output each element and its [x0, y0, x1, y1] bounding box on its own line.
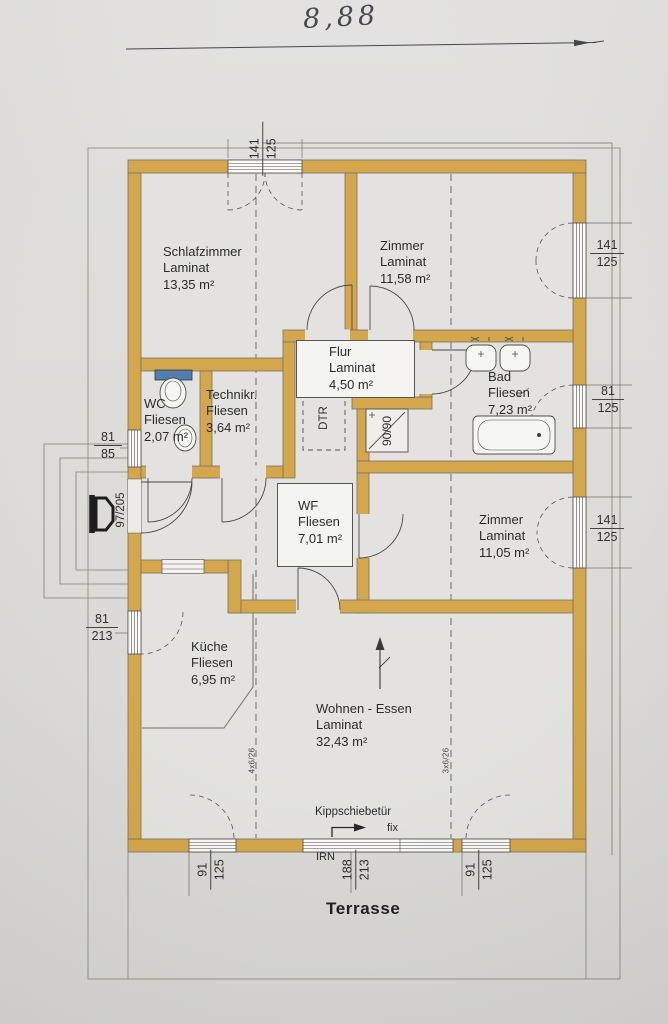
site-boundary	[87, 147, 621, 980]
dim-right-window-bottom: 141 125	[590, 512, 624, 546]
room-label-kueche: Küche Fliesen 6,95 m²	[191, 639, 236, 687]
dim-kueche-door: 81 213	[86, 611, 118, 645]
room-label-wc: WC Fliesen 2,07 m²	[144, 396, 189, 444]
room-label-schlafzimmer: Schlafzimmer Laminat 13,35 m²	[163, 244, 242, 292]
rafter-right-label: 3x6/26	[441, 747, 451, 774]
door-swings	[140, 284, 477, 611]
door-openings	[146, 329, 433, 614]
room-label-technikraum: Technikr. Fliesen 3,64 m²	[206, 387, 258, 435]
room-label-wohnen-essen: Wohnen - Essen Laminat 32,43 m²	[316, 701, 412, 749]
dim-bottom-window-right: 91 125	[462, 849, 496, 890]
dim-top-window: 141 125	[246, 121, 280, 176]
kitchen-boundary-line	[142, 574, 254, 729]
bathtub-icon	[472, 415, 556, 455]
rafter-lines	[255, 174, 452, 838]
terrace-label: Terrasse	[326, 899, 401, 918]
dim-slide-door: 188 213	[339, 849, 373, 890]
shower-label: 90/90	[380, 415, 394, 447]
bad-leader-line	[516, 387, 530, 398]
slide-door-label: Kippschiebetür	[315, 806, 392, 818]
rafter-left-label: 4x6/26	[247, 747, 257, 774]
dimension-lines	[115, 139, 632, 896]
slide-direction-arrow	[331, 823, 366, 837]
attic-ladder-label: DTR	[318, 406, 330, 430]
room-label-wf: WF Fliesen 7,01 m²	[277, 483, 353, 567]
irn-label: IRN	[316, 851, 335, 863]
entry-door-symbol	[89, 495, 115, 533]
toilet-icon	[154, 369, 193, 409]
dim-entry-door: 97/205	[115, 492, 127, 528]
entrance-porch	[43, 443, 141, 599]
fix-label: fix	[387, 822, 398, 834]
handwritten-dimension: 8,88	[302, 0, 380, 35]
casement-swings	[140, 172, 574, 840]
window-glazing-lines	[131, 163, 583, 852]
dim-right-window-top: 141 125	[590, 237, 624, 271]
interior-opening	[161, 559, 205, 574]
dim-bad-window: 81 125	[592, 383, 624, 417]
dim-bottom-window-left: 91 125	[194, 849, 228, 890]
room-label-zimmer2: Zimmer Laminat 11,05 m²	[479, 512, 530, 560]
room-label-bad: Bad Fliesen 7,23 m²	[488, 369, 533, 417]
overall-dimension-line	[125, 39, 605, 50]
shower	[365, 408, 409, 453]
section-arrow	[375, 637, 391, 689]
hand-basin-icon	[173, 424, 197, 452]
entry-door-opening	[127, 478, 142, 534]
room-label-zimmer1: Zimmer Laminat 11,58 m²	[380, 238, 431, 286]
double-sink-icon	[465, 336, 531, 372]
dim-wc-window: 81 85	[94, 429, 122, 463]
room-label-flur: Flur Laminat 4,50 m²	[296, 340, 415, 398]
